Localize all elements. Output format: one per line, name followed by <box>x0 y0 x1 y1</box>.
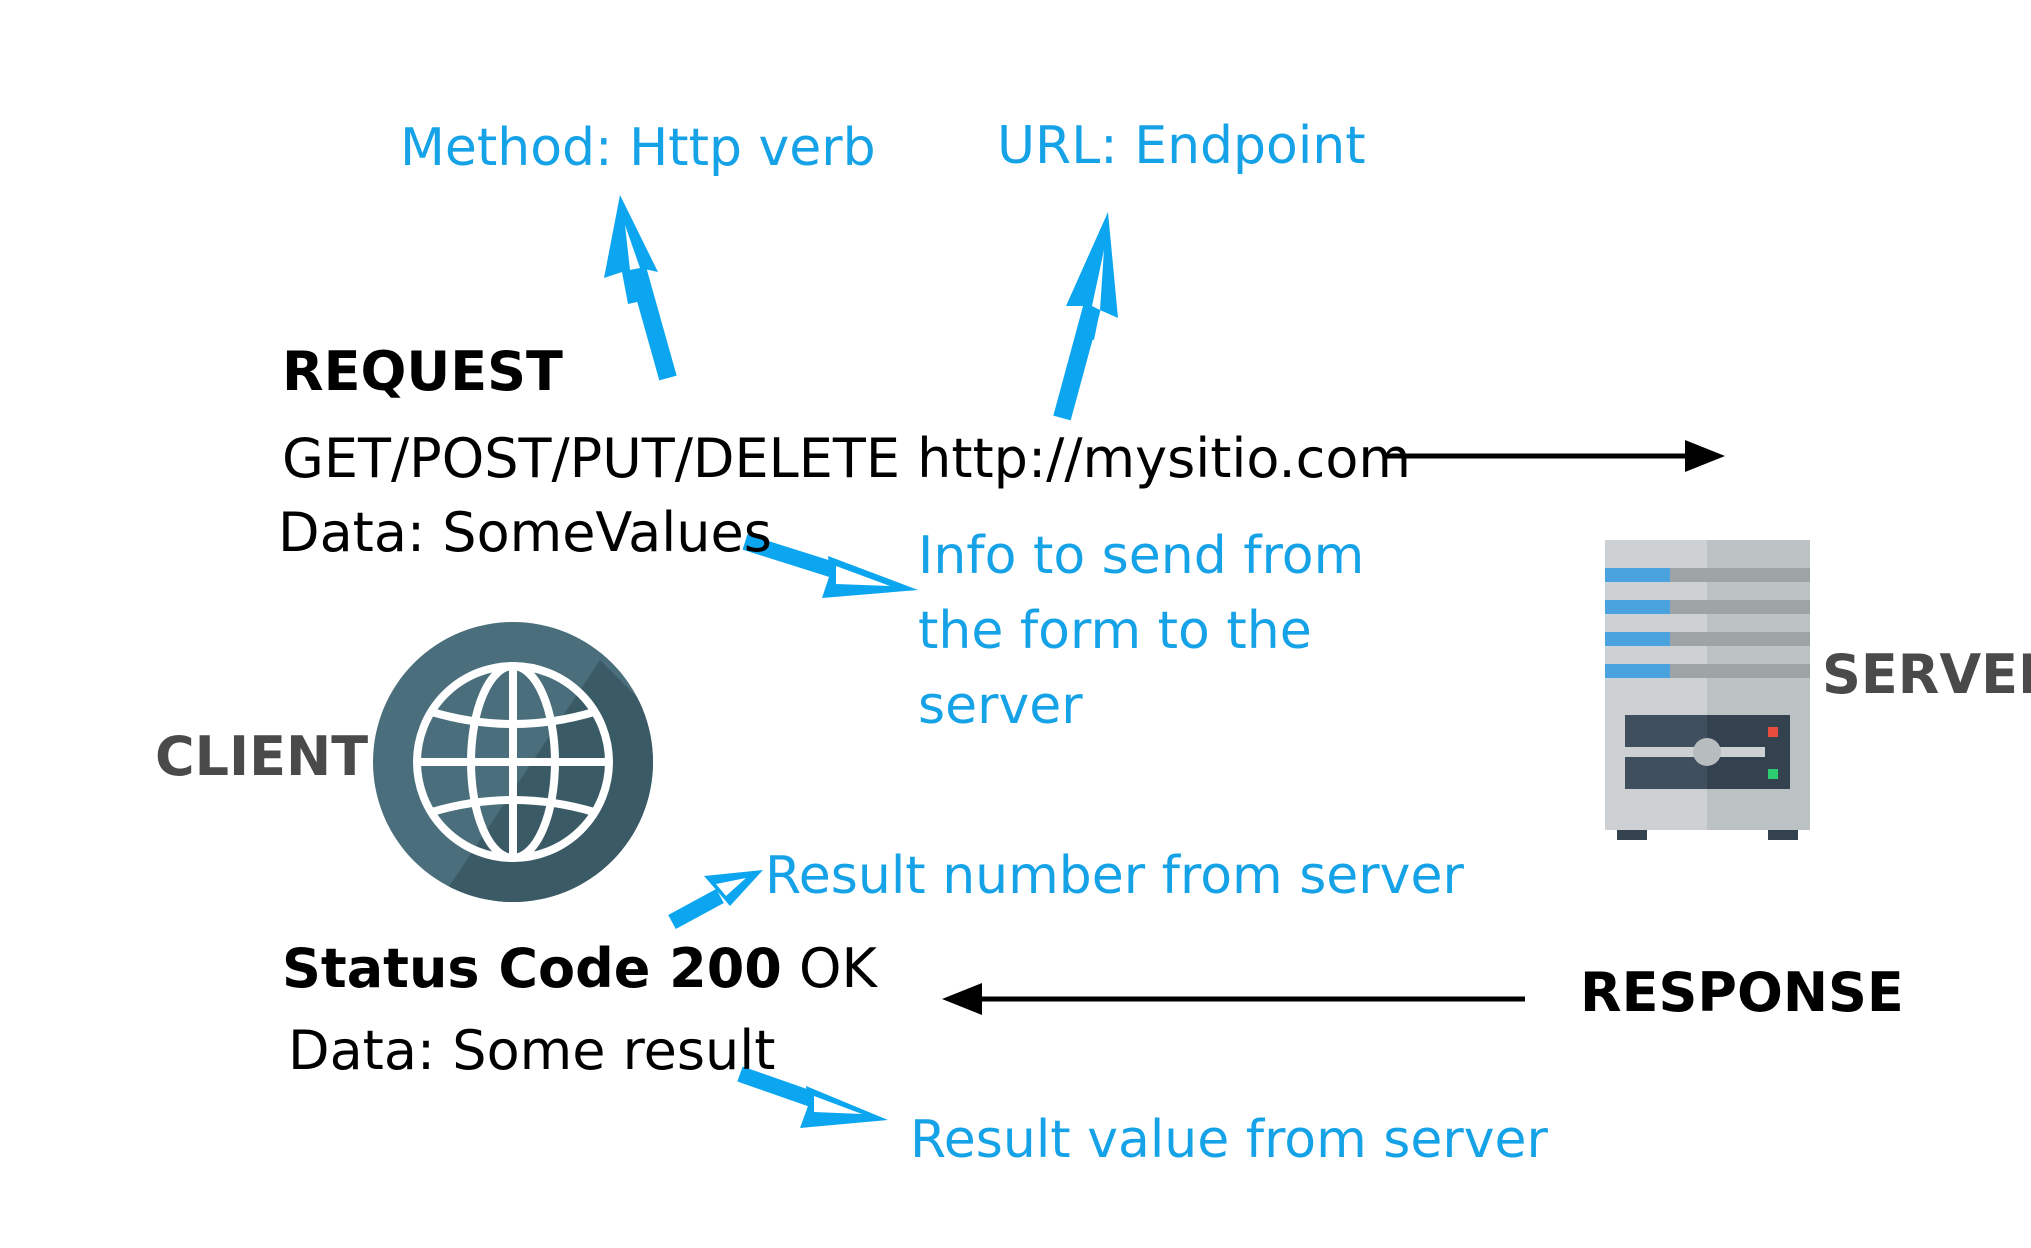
server-label: SERVER <box>1822 643 2031 706</box>
url-annotation: URL: Endpoint <box>997 116 1366 176</box>
arrow-to-info <box>742 534 918 598</box>
info-annotation-line1: Info to send from <box>918 526 1365 586</box>
info-annotation-line3: server <box>918 676 1083 736</box>
request-flow-arrow <box>1385 440 1725 472</box>
client-label: CLIENT <box>155 725 369 788</box>
status-line: Status Code 200 OK <box>282 942 877 996</box>
result-number-annotation: Result number from server <box>765 846 1464 906</box>
method-annotation: Method: Http verb <box>400 118 876 178</box>
request-data: Data: SomeValues <box>278 501 772 564</box>
result-value-annotation: Result value from server <box>910 1110 1548 1170</box>
request-title: REQUEST <box>282 340 563 403</box>
response-data: Data: Some result <box>288 1019 776 1082</box>
globe-icon <box>373 622 653 902</box>
request-line: GET/POST/PUT/DELETE http://mysitio.com <box>282 427 1411 490</box>
arrow-to-result-value <box>737 1066 888 1128</box>
arrow-to-url <box>1053 212 1118 421</box>
status-text: OK <box>781 937 877 1000</box>
response-title: RESPONSE <box>1580 961 1904 1024</box>
status-code: Status Code 200 <box>282 937 782 1000</box>
server-icon <box>1605 540 1810 840</box>
arrow-to-method <box>604 195 677 381</box>
response-flow-arrow <box>942 983 1525 1015</box>
arrow-to-result-number <box>668 870 763 930</box>
info-annotation-line2: the form to the <box>918 601 1312 661</box>
